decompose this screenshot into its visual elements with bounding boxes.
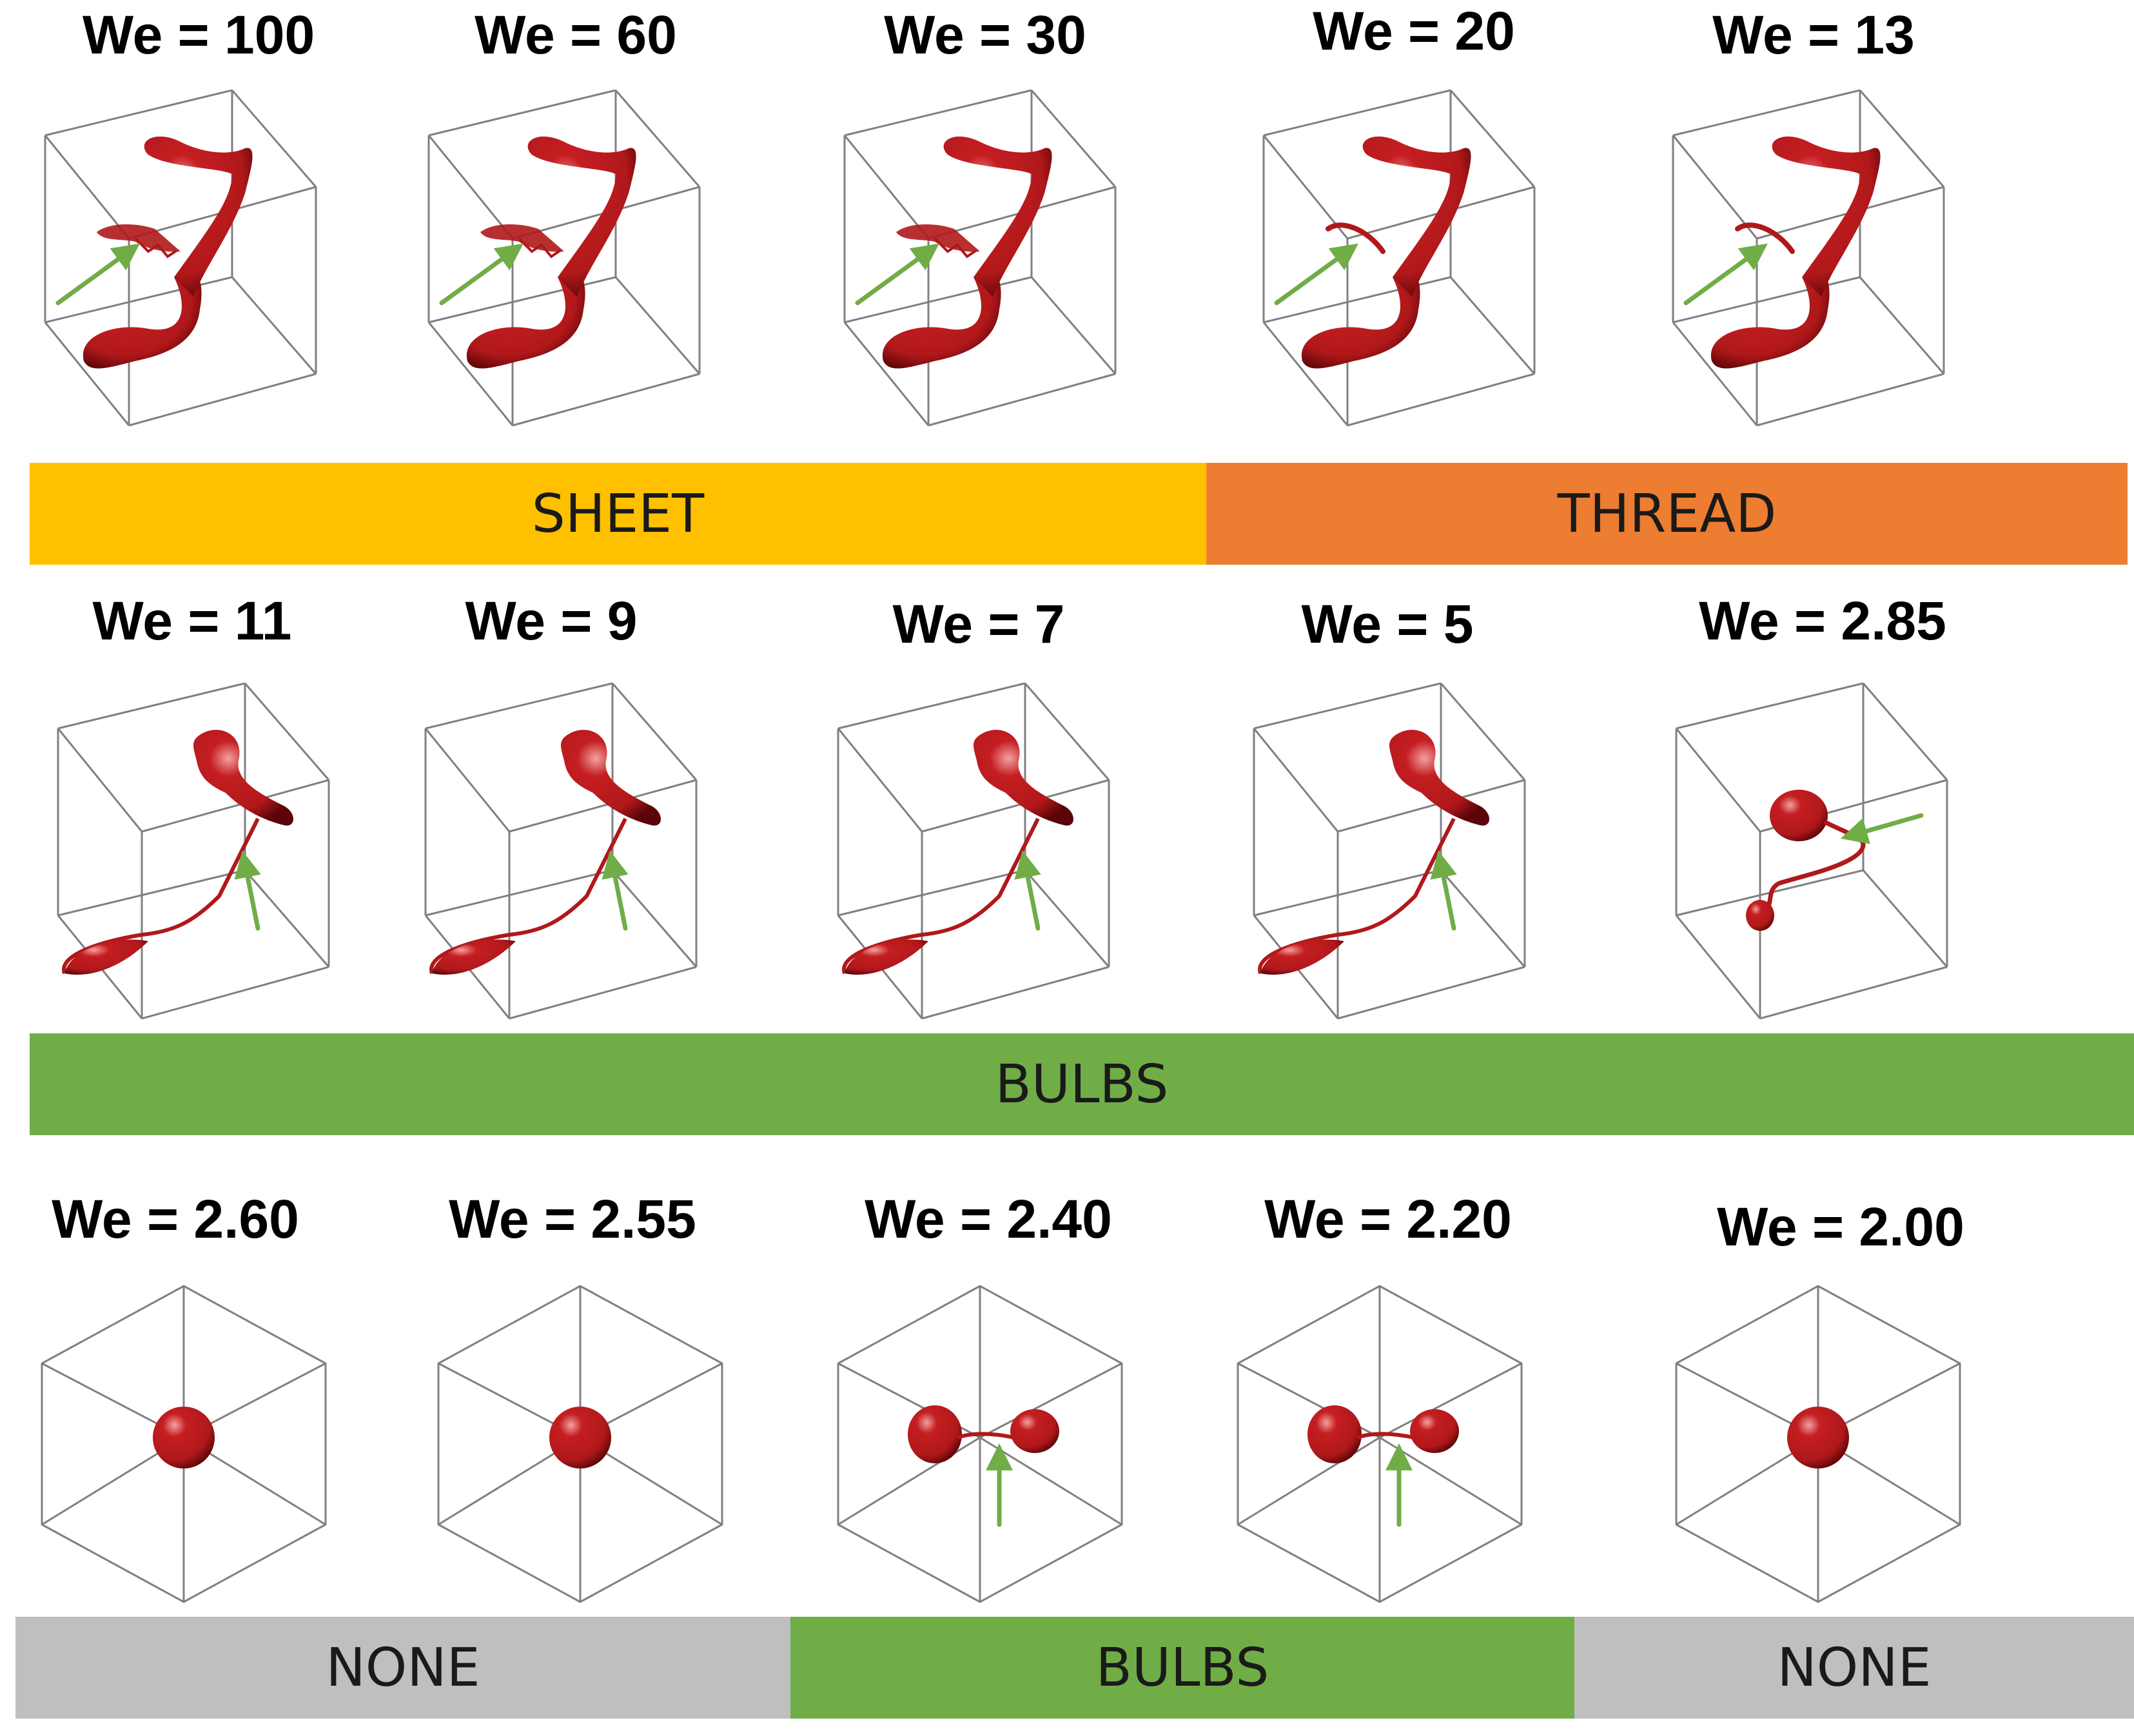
annotation-arrow (1683, 243, 1768, 306)
regime-band-none: NONE (15, 1617, 790, 1719)
we-label: We = 2.00 (1717, 1196, 1964, 1257)
droplet-fragments (934, 237, 978, 258)
annotation-arrow (1014, 850, 1041, 931)
droplet-upper-lobe (1770, 790, 1828, 841)
droplet-fragments (518, 237, 562, 258)
we-label: We = 100 (82, 5, 315, 65)
cube-wireframe (44, 89, 317, 427)
regime-band-thread: THREAD (1206, 463, 2128, 565)
droplet-sphere (153, 1407, 215, 1468)
droplet-upper-lobe (144, 136, 253, 297)
simulation-panel (437, 1285, 723, 1603)
simulation-panel (1672, 89, 1945, 427)
annotation-arrow (855, 243, 939, 306)
we-label: We = 2.40 (865, 1189, 1112, 1249)
simulation-panel (41, 1285, 327, 1603)
we-label: We = 2.85 (1699, 590, 1946, 651)
droplet-lower-lobe (1746, 900, 1774, 931)
droplet-thread (1735, 222, 1795, 254)
cube-wireframe (427, 89, 701, 427)
droplet-right-lobe (1410, 1409, 1459, 1453)
droplet-sheet (480, 224, 564, 252)
droplet-sphere (549, 1407, 611, 1468)
we-label: We = 2.60 (52, 1189, 299, 1249)
regime-band-bulbs: BULBS (30, 1033, 2134, 1135)
droplet-upper-lobe (1389, 730, 1489, 826)
droplet-lower-lobe (64, 939, 148, 975)
simulation-panel (843, 89, 1117, 427)
cube-wireframe (843, 89, 1117, 427)
annotation-arrow (1274, 243, 1358, 306)
cube-wireframe (837, 1285, 1123, 1603)
we-label: We = 9 (465, 590, 638, 651)
droplet-lower-lobe (1260, 939, 1344, 975)
annotation-arrow (602, 850, 629, 931)
droplet-sheet (896, 224, 980, 252)
simulation-panel (1675, 1285, 1961, 1603)
simulation-panel (837, 1285, 1123, 1603)
droplet-upper-lobe (1772, 136, 1881, 297)
cube-wireframe (837, 682, 1110, 1020)
droplet-thread (1326, 222, 1385, 254)
regime-band-bulbs: BULBS (790, 1617, 1574, 1719)
simulation-panel (1262, 89, 1536, 427)
droplet-lower-lobe (83, 269, 202, 369)
we-label: We = 2.55 (449, 1189, 696, 1249)
droplet-upper-lobe (943, 136, 1052, 297)
droplet-lower-lobe (466, 269, 585, 369)
we-label: We = 13 (1712, 5, 1915, 65)
we-label: We = 11 (92, 590, 292, 651)
annotation-arrow (234, 850, 261, 931)
droplet-fragments (134, 237, 179, 258)
cube-wireframe (1675, 682, 1948, 1020)
annotation-arrow (1840, 813, 1924, 844)
simulation-panel (1675, 682, 1948, 1020)
cube-wireframe (1237, 1285, 1523, 1603)
droplet-left-lobe (1307, 1405, 1362, 1463)
we-label: We = 2.20 (1264, 1189, 1512, 1249)
cube-wireframe (1672, 89, 1945, 427)
droplet-lower-lobe (432, 939, 516, 975)
simulation-panel (44, 89, 317, 427)
droplet-upper-lobe (561, 730, 661, 826)
simulation-panel (57, 682, 330, 1020)
cube-wireframe (1262, 89, 1536, 427)
droplet-right-lobe (1010, 1409, 1059, 1453)
droplet-upper-lobe (193, 730, 293, 826)
simulation-panel (1253, 682, 1526, 1020)
simulation-panel (427, 89, 701, 427)
droplet-sphere (1787, 1407, 1849, 1468)
simulation-panel (1237, 1285, 1523, 1603)
we-label: We = 60 (475, 5, 677, 65)
we-label: We = 5 (1301, 594, 1474, 654)
droplet-left-lobe (908, 1405, 962, 1463)
droplet-lower-lobe (882, 269, 1001, 369)
droplet-lower-lobe (1710, 269, 1830, 369)
annotation-arrow (55, 243, 140, 306)
droplet-upper-lobe (527, 136, 636, 297)
cube-wireframe (57, 682, 330, 1020)
regime-band-none: NONE (1574, 1617, 2134, 1719)
annotation-arrow (1430, 850, 1457, 931)
cube-wireframe (424, 682, 698, 1020)
regime-band-sheet: SHEET (30, 463, 1206, 565)
annotation-arrow (439, 243, 524, 306)
droplet-upper-lobe (1362, 136, 1471, 297)
droplet-upper-lobe (974, 730, 1073, 826)
simulation-panel (424, 682, 698, 1020)
we-label: We = 30 (884, 5, 1086, 65)
simulation-panel (837, 682, 1110, 1020)
droplet-lower-lobe (1301, 269, 1420, 369)
droplet-sheet (97, 224, 181, 252)
droplet-lower-lobe (845, 939, 928, 975)
we-label: We = 20 (1313, 1, 1515, 61)
we-label: We = 7 (892, 594, 1065, 654)
